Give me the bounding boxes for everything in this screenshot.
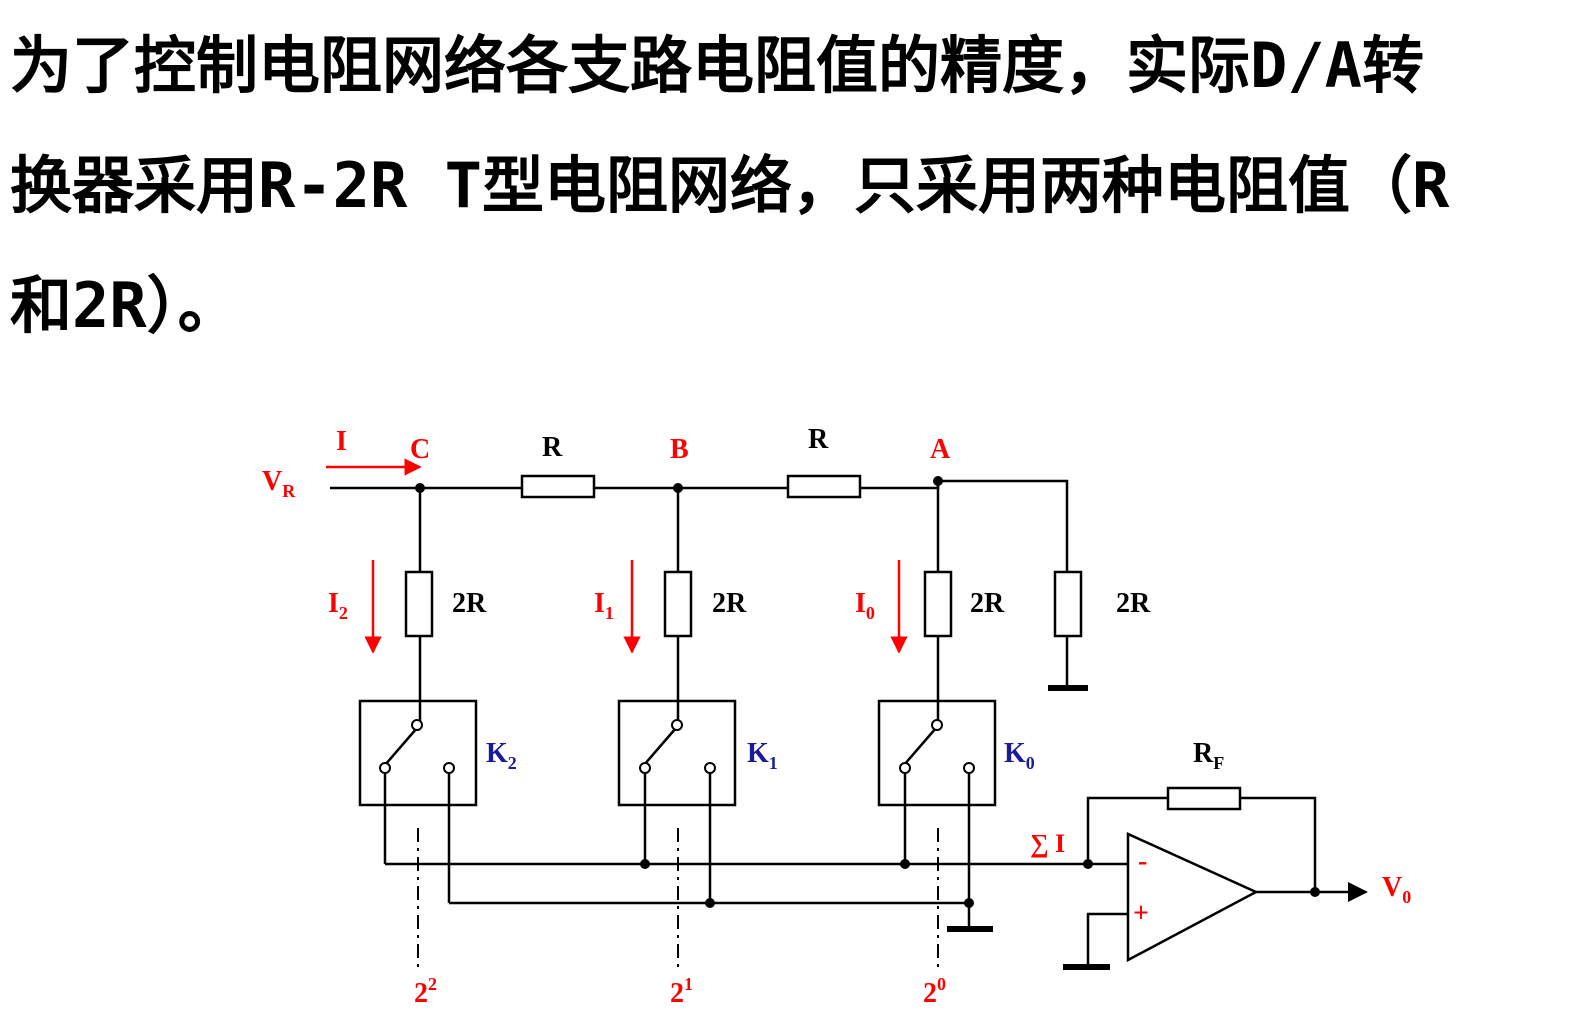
label-current-i: I: [336, 426, 347, 457]
title-line-1: 为了控制电阻网络各支路电阻值的精度，实际D/A转: [10, 29, 1424, 102]
resistor-2r-b: [663, 570, 693, 638]
page-title: 为了控制电阻网络各支路电阻值的精度，实际D/A转 换器采用R-2R T型电阻网络…: [10, 6, 1570, 366]
label-node-b: B: [670, 434, 689, 465]
label-k1: K1: [747, 738, 778, 773]
resistor-2r-c: [404, 570, 434, 638]
label-weight-2-2: 22: [414, 974, 437, 1009]
resistor-2r-terminal: [1053, 570, 1083, 638]
label-resistor-r-ba: R: [808, 424, 829, 455]
label-resistor-r-cb: R: [542, 432, 563, 463]
op-amp: [1126, 832, 1259, 963]
label-node-c: C: [410, 434, 430, 465]
label-vr: VR: [262, 466, 296, 501]
resistor-2r-a: [923, 570, 953, 638]
title-line-2: 换器采用R-2R T型电阻网络，只采用两种电阻值（R: [10, 149, 1450, 222]
label-2r-c: 2R: [452, 588, 487, 619]
label-opamp-minus: -: [1138, 846, 1147, 877]
title-line-3: 和2R）。: [10, 269, 240, 342]
label-sum-i: ∑ I: [1030, 829, 1065, 858]
label-k0: K0: [1004, 738, 1035, 773]
label-k2: K2: [486, 738, 517, 773]
label-rf: RF: [1193, 738, 1224, 773]
label-node-a: A: [930, 434, 951, 465]
label-2r-terminal: 2R: [1116, 588, 1151, 619]
label-i1: I1: [594, 588, 614, 623]
label-i2: I2: [328, 588, 348, 623]
label-2r-b: 2R: [712, 588, 747, 619]
label-v0: V0: [1382, 872, 1411, 907]
switch-box-k2: [358, 699, 478, 807]
label-weight-2-1: 21: [670, 974, 693, 1009]
label-i0: I0: [855, 588, 875, 623]
resistor-rf: [1166, 786, 1242, 811]
label-weight-2-0: 20: [923, 974, 946, 1009]
label-2r-a: 2R: [970, 588, 1005, 619]
label-opamp-plus: +: [1133, 898, 1149, 929]
switch-box-k0: [877, 699, 997, 807]
switch-box-k1: [617, 699, 737, 807]
resistor-r-cb: [520, 474, 596, 499]
resistor-r-ba: [786, 474, 862, 499]
